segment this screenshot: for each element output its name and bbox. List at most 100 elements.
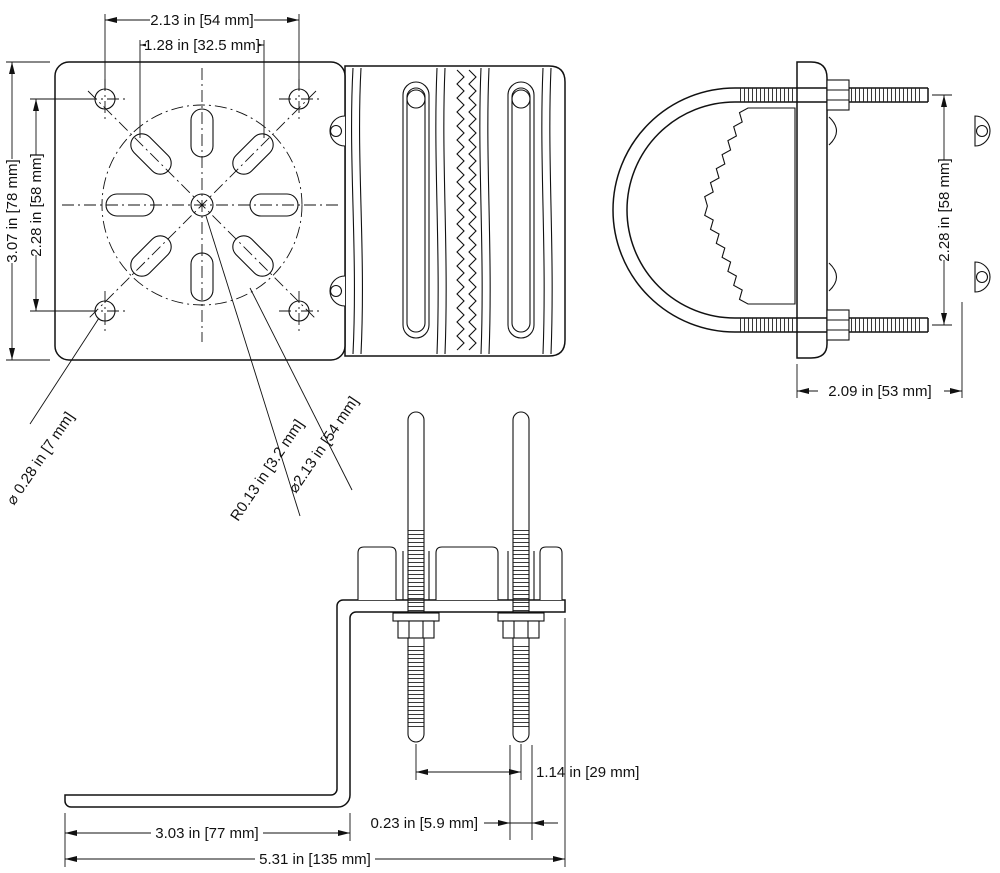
label-hole-diameter: ⌀ 0.28 in [7 mm] (3, 409, 78, 508)
serration-zigzag (468, 69, 477, 351)
dim-extension-line (139, 40, 265, 138)
bolt-head (511, 89, 531, 109)
bolt-shaft-line (407, 638, 425, 734)
channel-wall (402, 551, 535, 600)
dim-label-overall-length: 5.31 in [135 mm] (259, 851, 371, 868)
nut-facet-line (408, 621, 424, 638)
plate-outline (54, 61, 346, 361)
channel-section-block (435, 546, 499, 600)
dim-ubolt-leg-spacing: 2.28 in [58 mm] (932, 94, 953, 326)
channel-section-block (539, 546, 563, 600)
ear-hook (828, 262, 838, 292)
nut-facet-line (827, 319, 849, 331)
dim-label-plate-height: 3.07 in [78 mm] (4, 159, 21, 262)
dim-label-ubolt-leg-spacing: 2.28 in [58 mm] (936, 158, 953, 261)
bolt-shaft-line (512, 420, 530, 613)
dim-label-mask (150, 11, 254, 28)
channel-wall-line (549, 67, 553, 355)
radial-slot (232, 133, 274, 175)
dim-label-mask (151, 824, 263, 841)
channel-wall-line (443, 67, 447, 355)
channel-wall-line (541, 67, 545, 355)
ear-hole (975, 270, 989, 284)
bolt-tip (512, 733, 530, 743)
ear-hole (329, 284, 343, 298)
dim-label-depth: 2.09 in [53 mm] (828, 383, 931, 400)
leader-line (205, 215, 301, 517)
dim-extension-line (104, 14, 300, 90)
radial-slot (232, 235, 274, 277)
serrated-clamp-block (704, 107, 796, 305)
ear-hook (828, 116, 838, 146)
channel-wall-line (435, 67, 439, 355)
bolt-shaft-line (407, 420, 425, 613)
radial-slot (190, 108, 214, 158)
dim-bolt-pattern-width: 2.13 in [54 mm] (104, 11, 300, 90)
channel-wall-line (487, 67, 491, 355)
nut-facet-line (827, 89, 849, 101)
leader-line (249, 287, 353, 491)
dim-extension-line (30, 98, 95, 312)
ear-hole (329, 124, 343, 138)
dim-slot-width: 0.23 in [5.9 mm] (370, 745, 558, 840)
mount-ear (974, 261, 991, 293)
u-bolt-leg-section (497, 411, 545, 743)
hex-nut-body (826, 79, 850, 111)
hex-nut (826, 309, 850, 341)
dim-overall-length: 5.31 in [135 mm] (64, 618, 566, 868)
bolt-shaft-line (512, 638, 530, 734)
radial-slot-pattern (105, 108, 299, 302)
dim-label-bolt-pattern-height: 2.28 in [58 mm] (28, 153, 45, 256)
bolt-tip (407, 733, 425, 743)
dim-slot-span: 1.28 in [32.5 mm] (139, 37, 265, 138)
radial-slot (130, 235, 172, 277)
channel-wall-line (479, 67, 483, 355)
radial-slot (130, 133, 172, 175)
dim-label-slot-span: 1.28 in [32.5 mm] (144, 37, 260, 54)
dim-label-mask (27, 155, 43, 255)
washer (392, 612, 440, 622)
carriage-bolt-shaft (511, 87, 531, 333)
carriage-bolt-shaft (406, 87, 426, 333)
flange-nut (502, 620, 540, 639)
u-bolt-inner-arc (626, 101, 736, 319)
dim-label-bolt-pattern-width: 2.13 in [54 mm] (150, 12, 253, 29)
dim-label-mask (255, 850, 375, 867)
dim-depth: 2.09 in [53 mm] (796, 302, 963, 400)
dim-extension-line (64, 618, 566, 867)
flange-nut (397, 620, 435, 639)
front-view: 2.13 in [54 mm] 1.28 in [32.5 mm] 3.07 i… (3, 11, 566, 524)
dim-label-mask (146, 37, 258, 53)
dim-bolt-spacing: 1.14 in [29 mm] (415, 744, 639, 781)
radial-slot (105, 193, 155, 217)
radial-slot (249, 193, 299, 217)
dim-plate-height: 3.07 in [78 mm] (3, 61, 50, 361)
dim-bolt-pattern-height: 2.28 in [58 mm] (27, 98, 95, 312)
washer (497, 612, 545, 622)
dim-label-base-length: 3.03 in [77 mm] (155, 825, 258, 842)
bottom-view: 1.14 in [29 mm] 0.23 in [5.9 mm] 3.03 in… (64, 411, 639, 868)
leader-line (29, 317, 100, 425)
u-bolt-leg-section (392, 411, 440, 743)
u-bolt-outer-arc (612, 87, 736, 333)
dim-label-mask (3, 159, 19, 263)
channel-wall-line (351, 67, 355, 355)
dim-extension-line (415, 744, 522, 780)
dim-base-length: 3.03 in [77 mm] (65, 813, 351, 842)
dim-label-bolt-spacing: 1.14 in [29 mm] (536, 764, 639, 781)
channel-wall-line (359, 67, 363, 355)
serration-zigzag (456, 69, 465, 351)
dim-label-mask (935, 160, 951, 260)
bolt-dome-top (512, 411, 530, 421)
radial-slot (190, 252, 214, 302)
dim-label-slot-width: 0.23 in [5.9 mm] (370, 815, 478, 832)
nut-facet-line (513, 621, 529, 638)
hex-nut-body (826, 309, 850, 341)
l-bracket-outline (64, 599, 566, 808)
diagonal-centerline (87, 90, 317, 320)
bolt-head (406, 89, 426, 109)
side-view: 2.28 in [58 mm] 2.09 in [53 mm] (612, 61, 991, 400)
dim-label-mask (818, 382, 944, 399)
hole-crosshair (279, 291, 319, 331)
bolt-circle-centerline (101, 104, 303, 306)
